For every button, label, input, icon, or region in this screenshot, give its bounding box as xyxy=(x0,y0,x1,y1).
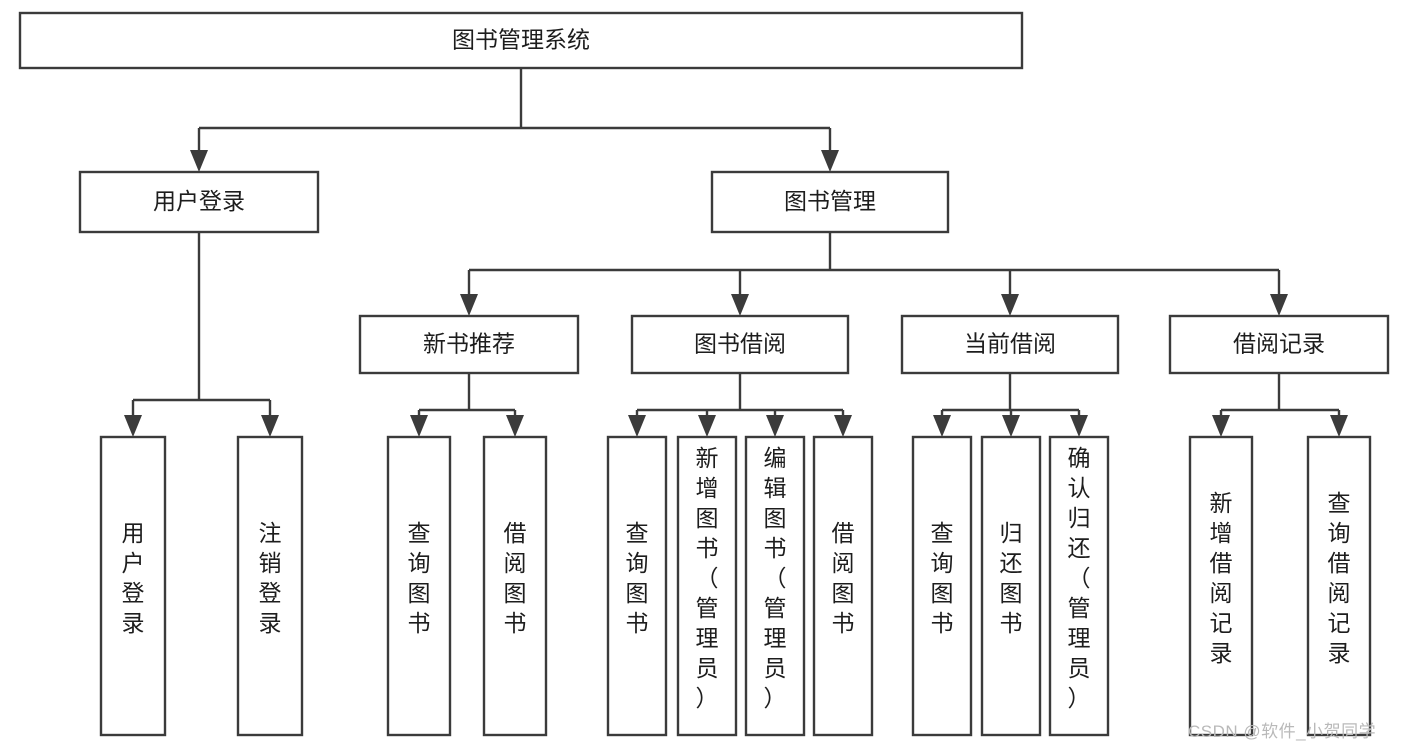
node-label: 归还图书 xyxy=(1000,520,1023,636)
csdn-watermark: CSDN @软件_小贺同学 xyxy=(1188,722,1377,741)
node-l3-当前借阅[interactable]: 当前借阅 xyxy=(900,314,1120,375)
node-box[interactable] xyxy=(78,170,320,234)
arrow-head-icon xyxy=(698,415,716,437)
node-box[interactable] xyxy=(18,11,1024,70)
node-label: 查询借阅记录 xyxy=(1328,490,1351,666)
node-label: 借阅图书 xyxy=(832,520,855,636)
node-layer: 图书管理系统用户登录用户登录注销登录图书管理新书推荐查询图书借阅图书图书借阅查询… xyxy=(18,11,1390,737)
arrow-head-icon xyxy=(821,150,839,172)
node-leaf-借阅图书[interactable]: 借阅图书 xyxy=(812,435,874,737)
node-label: 当前借阅 xyxy=(964,331,1056,357)
node-box[interactable] xyxy=(911,435,973,737)
node-box[interactable] xyxy=(1306,435,1372,737)
node-box[interactable] xyxy=(630,314,850,375)
node-label: 图书借阅 xyxy=(694,331,786,357)
node-label: 查询图书 xyxy=(408,520,431,636)
node-box[interactable] xyxy=(980,435,1042,737)
arrow-head-icon xyxy=(933,415,951,437)
arrow-head-icon xyxy=(190,150,208,172)
arrow-head-icon xyxy=(1212,415,1230,437)
node-label: 用户登录 xyxy=(153,188,245,214)
node-leaf-新增借阅记录[interactable]: 新增借阅记录 xyxy=(1188,435,1254,737)
node-box[interactable] xyxy=(606,435,668,737)
node-leaf-查询图书[interactable]: 查询图书 xyxy=(386,435,452,737)
arrow-head-icon xyxy=(1001,294,1019,316)
node-box[interactable] xyxy=(386,435,452,737)
node-box[interactable] xyxy=(676,435,738,737)
node-leaf-查询借阅记录[interactable]: 查询借阅记录 xyxy=(1306,435,1372,737)
node-label: 确认归还（管理员） xyxy=(1068,445,1091,711)
node-label: 图书管理 xyxy=(784,188,876,214)
node-label: 新书推荐 xyxy=(423,331,515,357)
arrow-head-icon xyxy=(410,415,428,437)
node-leaf-新增图书管理员[interactable]: 新增图书（管理员） xyxy=(676,435,738,737)
node-label: 图书管理系统 xyxy=(452,27,590,53)
node-label: 查询图书 xyxy=(931,520,954,636)
node-leaf-用户登录[interactable]: 用户登录 xyxy=(99,435,167,737)
node-label: 编辑图书（管理员） xyxy=(764,445,787,711)
arrow-head-icon xyxy=(460,294,478,316)
arrow-head-icon xyxy=(1330,415,1348,437)
arrow-head-icon xyxy=(731,294,749,316)
arrow-head-icon xyxy=(834,415,852,437)
node-l3-新书推荐[interactable]: 新书推荐 xyxy=(358,314,580,375)
arrow-head-icon xyxy=(261,415,279,437)
node-leaf-注销登录[interactable]: 注销登录 xyxy=(236,435,304,737)
node-label: 注销登录 xyxy=(259,520,282,636)
node-leaf-借阅图书[interactable]: 借阅图书 xyxy=(482,435,548,737)
node-label: 查询图书 xyxy=(626,520,649,636)
node-box[interactable] xyxy=(812,435,874,737)
node-leaf-确认归还管理员[interactable]: 确认归还（管理员） xyxy=(1048,435,1110,737)
connector-layer xyxy=(124,68,1348,437)
node-label: 新增借阅记录 xyxy=(1210,490,1233,666)
arrow-head-icon xyxy=(628,415,646,437)
node-l2-用户登录[interactable]: 用户登录 xyxy=(78,170,320,234)
node-l2-图书管理[interactable]: 图书管理 xyxy=(710,170,950,234)
node-l3-图书借阅[interactable]: 图书借阅 xyxy=(630,314,850,375)
node-box[interactable] xyxy=(482,435,548,737)
arrow-head-icon xyxy=(506,415,524,437)
node-leaf-查询图书[interactable]: 查询图书 xyxy=(911,435,973,737)
arrow-head-icon xyxy=(1002,415,1020,437)
node-label: 新增图书（管理员） xyxy=(696,445,719,711)
node-root-图书管理系统[interactable]: 图书管理系统 xyxy=(18,11,1024,70)
arrow-head-icon xyxy=(766,415,784,437)
node-label: 用户登录 xyxy=(122,520,145,636)
node-box[interactable] xyxy=(1188,435,1254,737)
node-box[interactable] xyxy=(1048,435,1110,737)
arrow-head-icon xyxy=(1070,415,1088,437)
node-box[interactable] xyxy=(236,435,304,737)
node-l3-借阅记录[interactable]: 借阅记录 xyxy=(1168,314,1390,375)
node-box[interactable] xyxy=(358,314,580,375)
node-label: 借阅图书 xyxy=(504,520,527,636)
node-leaf-编辑图书管理员[interactable]: 编辑图书（管理员） xyxy=(744,435,806,737)
node-box[interactable] xyxy=(99,435,167,737)
node-label: 借阅记录 xyxy=(1233,331,1325,357)
node-box[interactable] xyxy=(710,170,950,234)
node-leaf-归还图书[interactable]: 归还图书 xyxy=(980,435,1042,737)
node-box[interactable] xyxy=(900,314,1120,375)
node-leaf-查询图书[interactable]: 查询图书 xyxy=(606,435,668,737)
node-box[interactable] xyxy=(1168,314,1390,375)
arrow-head-icon xyxy=(1270,294,1288,316)
arrow-head-icon xyxy=(124,415,142,437)
node-box[interactable] xyxy=(744,435,806,737)
